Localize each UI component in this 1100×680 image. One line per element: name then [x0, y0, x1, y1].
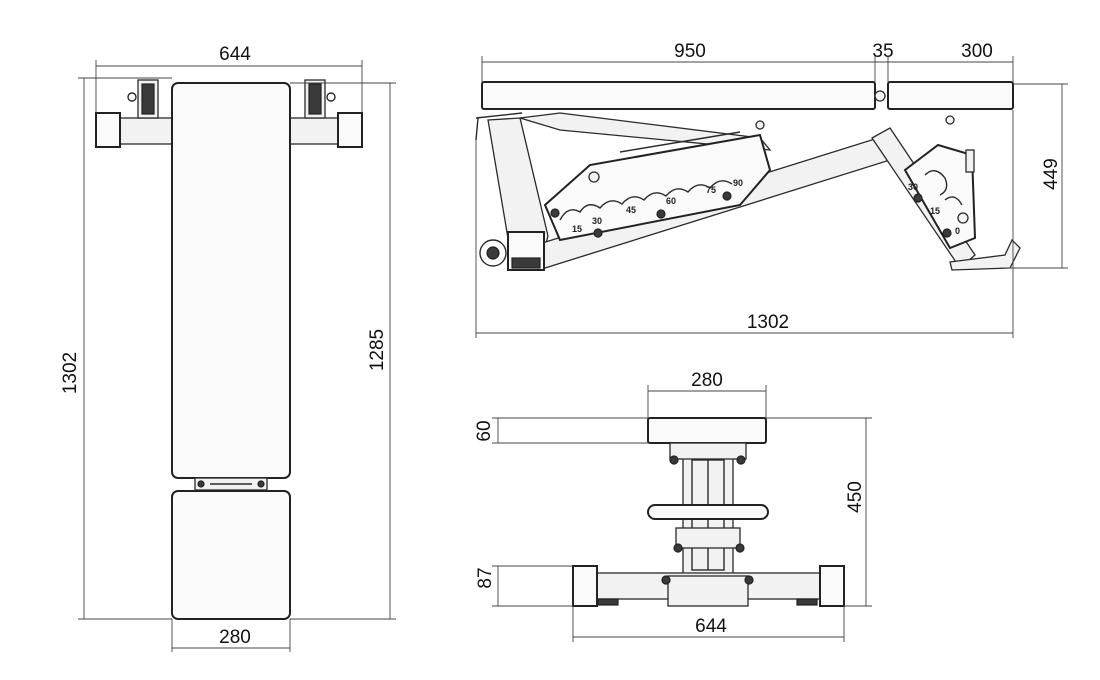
front-seat-pad — [647, 417, 767, 444]
dim-side-total-length: 1302 — [747, 312, 789, 333]
dim-side-gap: 35 — [872, 41, 893, 62]
dim-top-seat-width: 280 — [219, 627, 251, 648]
side-back-ladder — [543, 133, 772, 242]
dim-front-height: 450 — [845, 481, 866, 513]
side-seat-angle-labels: 30 15 0 — [908, 182, 960, 236]
side-view: 15 30 45 60 75 90 30 15 0 — [475, 41, 1068, 338]
front-base-block — [667, 575, 749, 607]
top-back-pad — [171, 82, 291, 479]
dim-top-frame-width: 644 — [219, 44, 251, 65]
svg-text:45: 45 — [626, 205, 636, 215]
top-view: 644 1302 1285 280 — [60, 44, 396, 652]
top-foot-cap-right — [337, 112, 363, 148]
side-seat-pad — [887, 81, 1014, 110]
dim-side-height: 449 — [1041, 158, 1062, 190]
top-seat-pad — [171, 490, 291, 620]
svg-text:90: 90 — [733, 178, 743, 188]
svg-text:15: 15 — [930, 206, 940, 216]
side-hinge-pin — [874, 90, 886, 102]
dim-top-back-pad-length: 1285 — [367, 329, 388, 371]
svg-text:30: 30 — [908, 182, 918, 192]
front-bracket-top — [669, 442, 747, 460]
front-handle-bar — [647, 504, 769, 520]
top-wheel-right — [304, 79, 336, 119]
svg-text:60: 60 — [666, 196, 676, 206]
svg-text:0: 0 — [955, 226, 960, 236]
svg-text:75: 75 — [706, 185, 716, 195]
front-base-cap-left — [572, 565, 598, 607]
dim-top-total-length: 1302 — [60, 352, 81, 394]
side-seat-ladder — [903, 143, 977, 250]
side-support-strut — [519, 112, 772, 151]
front-view: 280 60 450 87 644 — [474, 370, 872, 642]
dim-front-seat-width: 280 — [691, 370, 723, 391]
side-rear-foot — [949, 238, 1021, 271]
side-wheel — [479, 239, 507, 267]
top-hinge — [194, 477, 268, 491]
svg-text:15: 15 — [572, 224, 582, 234]
side-back-angle-labels: 15 30 45 60 75 90 — [572, 178, 743, 234]
top-wheel-left — [127, 79, 159, 119]
top-foot-cap-left — [95, 112, 121, 148]
dim-side-back-pad: 950 — [674, 41, 706, 62]
dim-front-pad-thickness: 60 — [474, 420, 495, 441]
dim-side-seat: 300 — [961, 41, 993, 62]
side-back-pad — [481, 81, 876, 110]
dim-front-base-width: 644 — [695, 616, 727, 637]
dim-front-foot-height: 87 — [475, 567, 496, 588]
front-base-cap-right — [819, 565, 845, 607]
front-bracket-mid — [675, 527, 741, 549]
svg-text:30: 30 — [592, 216, 602, 226]
